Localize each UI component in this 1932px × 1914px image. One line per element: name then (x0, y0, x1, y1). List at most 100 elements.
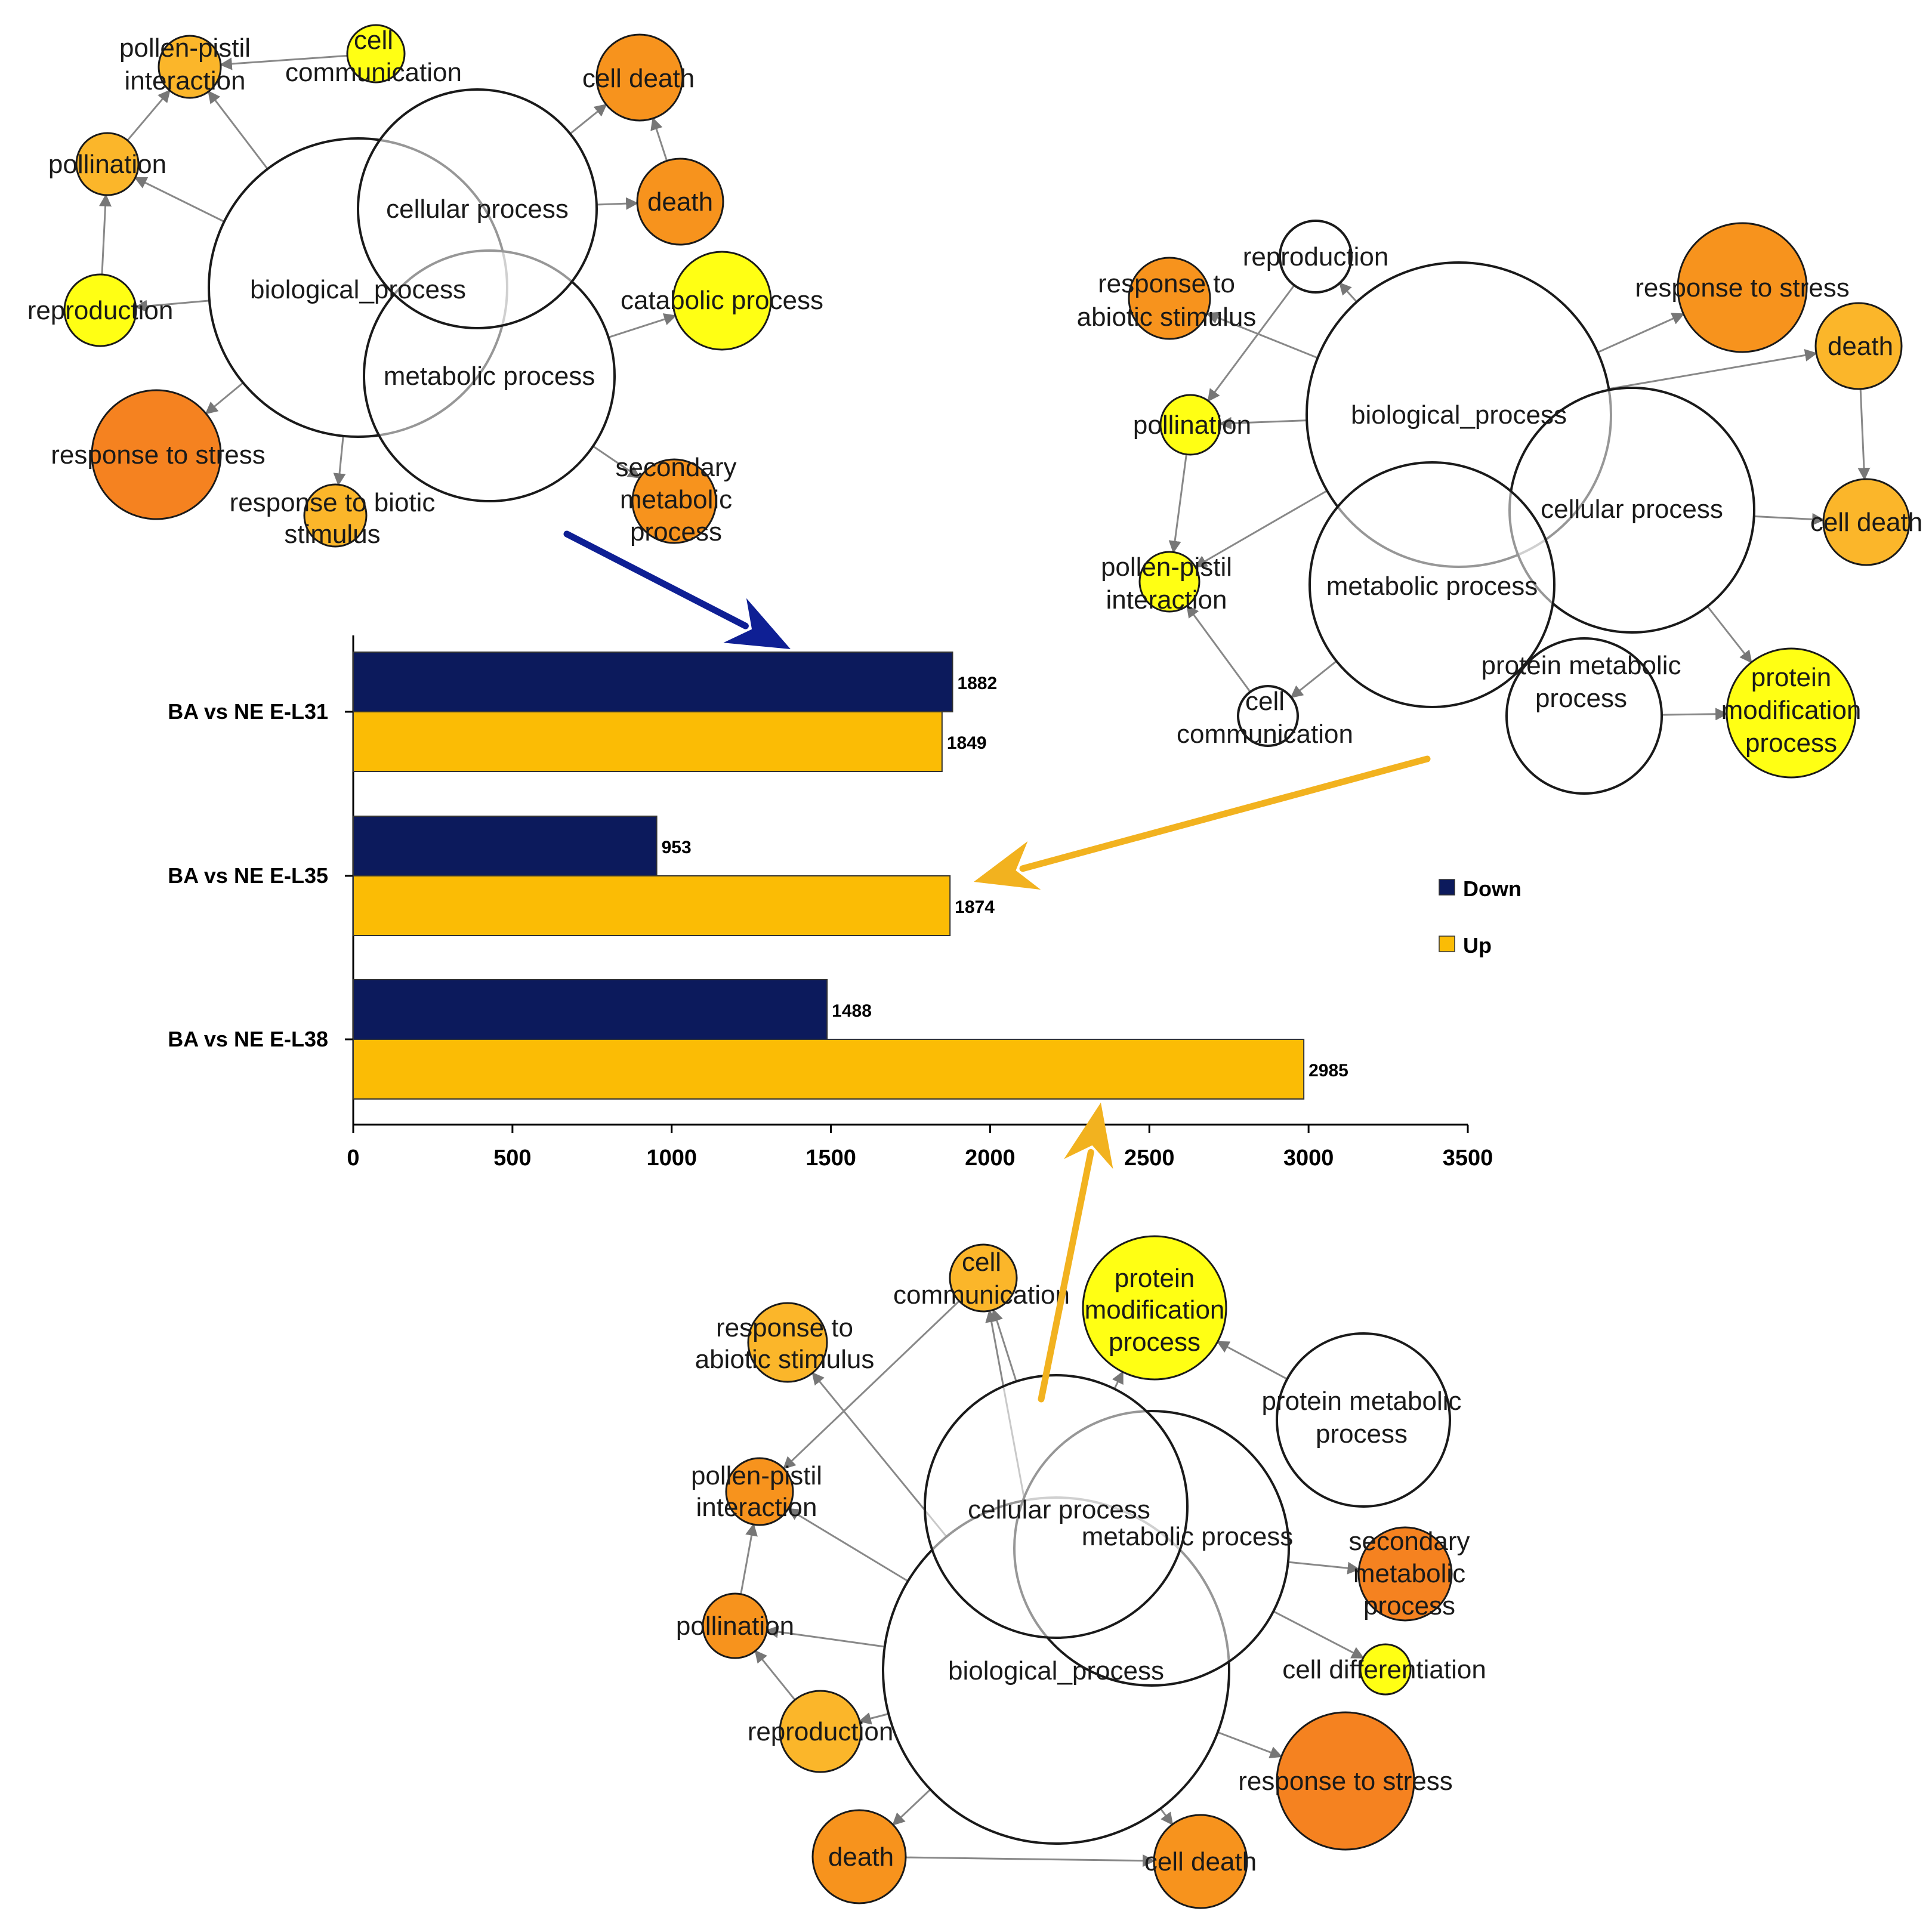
node-label-pmo: modification (1721, 696, 1862, 725)
edge-bp-de (892, 1789, 931, 1826)
edge-bp-po (766, 1625, 885, 1648)
node-label-cc: communication (285, 58, 462, 87)
category-label: BA vs NE E-L38 (168, 1027, 328, 1051)
node-cc (346, 24, 406, 84)
node-ras (1128, 257, 1211, 340)
category-label: BA vs NE E-L31 (168, 699, 328, 724)
arrow-blue-head (723, 598, 791, 649)
node-label-pmo: protein (1115, 1264, 1195, 1293)
node-label-re: reproduction (1243, 242, 1389, 271)
edges (740, 1300, 1365, 1867)
node-re (779, 1690, 862, 1773)
node-label-po: pollination (48, 150, 166, 179)
edge-cp-pmo (1112, 1370, 1124, 1390)
node-de (811, 1809, 907, 1904)
bar-up-2 (353, 875, 951, 936)
node-po (1159, 394, 1221, 456)
data-label: 1849 (947, 733, 987, 753)
node-cd (595, 33, 684, 122)
legend-swatch-up (1439, 936, 1455, 952)
legend-label-up: Up (1463, 933, 1492, 958)
edge-bp-re (858, 1712, 889, 1725)
node-label-ras: response to (1098, 269, 1235, 298)
node-label-cc: communication (1177, 720, 1353, 749)
node-label-bp: biological_process (250, 275, 466, 304)
data-label: 1882 (957, 674, 997, 693)
node-label-smp: secondary (1348, 1527, 1470, 1556)
edge-po-ppi (1168, 454, 1187, 554)
node-label-ras: abiotic stimulus (1077, 302, 1257, 332)
node-label-cp: cellular process (386, 195, 569, 224)
node-pmp (1505, 637, 1663, 795)
edge-bp-re (134, 300, 210, 313)
edge-bp-rs (205, 382, 244, 415)
node-label-pmp: process (1535, 684, 1627, 713)
data-label: 953 (662, 838, 692, 857)
edge-pmp-pmo (1216, 1341, 1288, 1380)
node-label-smp: process (1363, 1591, 1455, 1620)
node-smp (631, 458, 717, 544)
edge-cc-ppi (1186, 604, 1251, 693)
node-label-ppi: interaction (1106, 585, 1227, 615)
x-tick-label: 3000 (1283, 1146, 1334, 1171)
node-label-de: death (828, 1842, 894, 1872)
bar-down-2 (353, 816, 658, 876)
node-label-pmo: process (1745, 728, 1837, 758)
edge-re-po (754, 1650, 796, 1701)
edge-mp-smp (1288, 1561, 1360, 1575)
node-pmo (1082, 1235, 1227, 1381)
connector-arrows (563, 530, 1431, 1403)
edge-bp-rbs (333, 436, 346, 486)
node-label-smp: metabolic (1353, 1559, 1465, 1588)
edges (99, 54, 677, 486)
node-label-cd: cell death (1810, 508, 1922, 537)
node-label-rs: response to stress (1635, 273, 1850, 302)
node-rs (1677, 222, 1808, 353)
edges (1168, 282, 1871, 721)
node-label-ras: response to (716, 1313, 853, 1342)
node-label-cd: cell death (582, 64, 695, 93)
node-pmo (1726, 647, 1857, 779)
node-label-cd: cell death (1144, 1847, 1257, 1876)
node-label-smp: process (630, 517, 722, 547)
edge-cp-cd (1754, 513, 1825, 526)
edge-re-po (1207, 285, 1295, 402)
edge-mp-smp (592, 445, 641, 478)
edge-bp-re (1338, 282, 1357, 302)
node-re (1279, 220, 1353, 294)
edge-mp-cc (1290, 660, 1337, 699)
edge-re-po (99, 193, 112, 275)
edge-cp-pmo (1706, 606, 1752, 663)
node-label-smp: metabolic (620, 485, 732, 514)
node-rs (1276, 1711, 1415, 1851)
node-po (702, 1592, 769, 1659)
node-cd (1153, 1814, 1248, 1909)
node-ras (747, 1302, 828, 1383)
node-rs (91, 389, 222, 520)
node-pmp (1276, 1332, 1451, 1508)
arrow-gold-right-shaft (1019, 755, 1431, 872)
x-tick-label: 500 (493, 1146, 531, 1171)
category-label: BA vs NE E-L35 (168, 863, 328, 888)
x-tick-label: 0 (347, 1146, 359, 1171)
node-label-cc: communication (893, 1280, 1070, 1310)
edge-bp-cd (1159, 1808, 1174, 1826)
x-tick-label: 2500 (1124, 1146, 1175, 1171)
bar-down-1 (353, 652, 953, 712)
node-ppi (1138, 551, 1200, 613)
x-tick-label: 1500 (805, 1146, 856, 1171)
node-label-ca: catabolic process (621, 286, 823, 315)
node-label-ppi: interaction (124, 66, 245, 95)
edge-de-cd (650, 117, 668, 162)
edge-bp-de (1609, 349, 1818, 390)
edge-pmp-pmo (1661, 708, 1729, 721)
edge-bp-ppi (787, 1508, 909, 1582)
arrow-gold-right-head (974, 841, 1041, 890)
legend-label-down: Down (1463, 876, 1521, 901)
bar-down-3 (353, 979, 828, 1040)
node-label-po: pollination (676, 1612, 794, 1641)
arrow-gold-bottom-head (1064, 1103, 1113, 1169)
node-label-bp: biological_process (948, 1656, 1164, 1685)
